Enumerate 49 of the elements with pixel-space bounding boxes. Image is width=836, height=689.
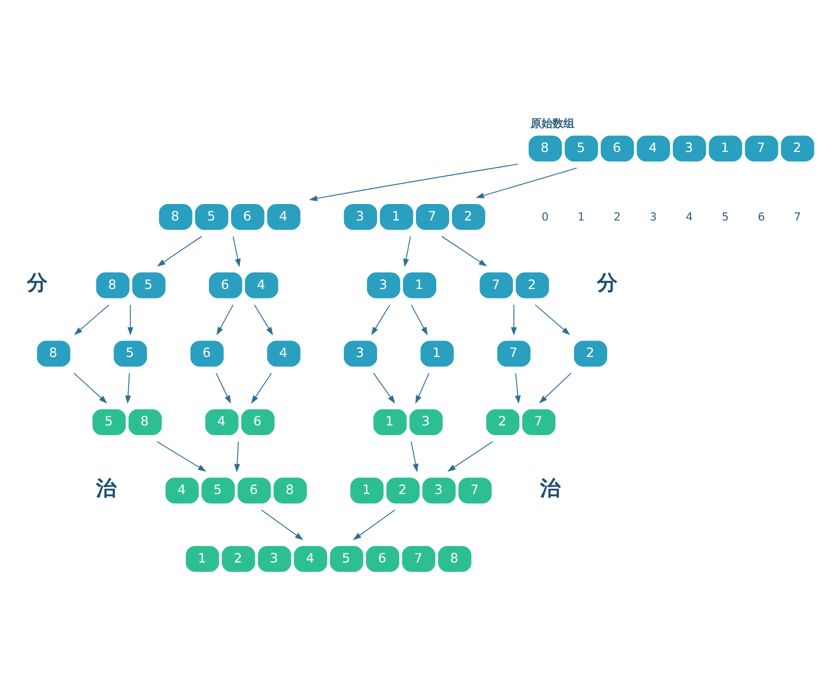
- label: 3: [650, 210, 657, 224]
- arrow: [415, 372, 430, 404]
- node-box: 1: [420, 340, 454, 367]
- label: 6: [758, 210, 765, 224]
- arrow: [216, 372, 231, 404]
- arrow: [74, 304, 110, 336]
- arrow: [410, 441, 418, 472]
- arrow: [156, 236, 202, 267]
- node-box: 6: [190, 340, 224, 367]
- label: 治: [96, 476, 116, 500]
- arrow: [534, 304, 570, 336]
- arrow: [156, 441, 206, 472]
- arrow: [234, 441, 240, 472]
- label: 1: [578, 210, 585, 224]
- arrow: [254, 304, 274, 336]
- label: 4: [686, 210, 693, 224]
- arrow: [232, 236, 241, 268]
- arrow: [352, 510, 396, 540]
- arrow: [261, 510, 304, 540]
- label: 0: [542, 210, 549, 224]
- label: 分: [26, 270, 47, 295]
- arrow: [127, 304, 134, 336]
- node-box: 3: [344, 340, 378, 367]
- arrow: [251, 372, 272, 404]
- node-label: 原始数组: [530, 116, 575, 130]
- arrow: [216, 304, 234, 336]
- label: 分: [597, 270, 618, 295]
- node-box: 2: [574, 340, 608, 367]
- arrow: [514, 372, 521, 404]
- arrow: [476, 168, 578, 198]
- node-box: 4: [267, 340, 300, 367]
- label: 5: [722, 210, 729, 224]
- arrow: [403, 236, 411, 268]
- arrow: [373, 372, 396, 404]
- arrow: [74, 372, 108, 404]
- arrow: [441, 236, 488, 267]
- label: 治: [540, 476, 560, 500]
- node-box: 5: [114, 340, 147, 367]
- arrow: [308, 164, 518, 202]
- label: 2: [614, 210, 621, 224]
- arrow: [510, 304, 517, 336]
- node-box: 8: [37, 340, 70, 367]
- arrow: [371, 304, 390, 336]
- node-box: 7: [497, 340, 530, 367]
- arrow: [539, 372, 572, 404]
- arrow: [410, 304, 428, 336]
- arrow: [125, 372, 131, 404]
- arrow: [447, 441, 494, 472]
- label: 7: [794, 210, 801, 224]
